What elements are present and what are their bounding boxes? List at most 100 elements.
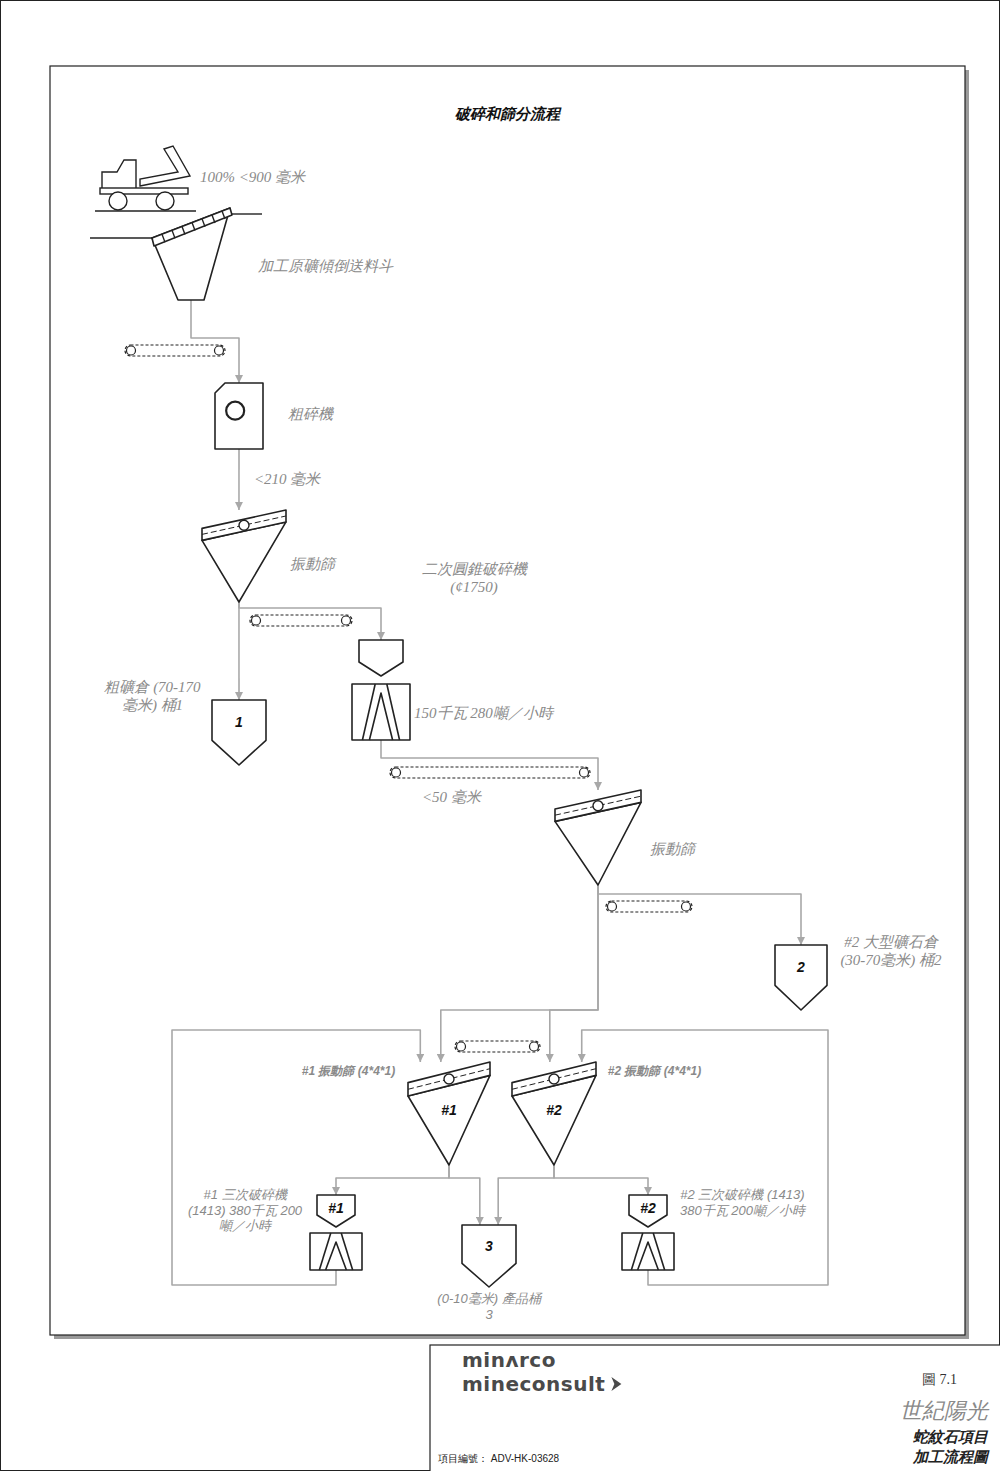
tertiary-crusher: #1#1 三次破碎機 (1413) 380千瓦 200噸／小時 bbox=[310, 1195, 362, 1270]
vibrating-screen: 振動篩 bbox=[555, 790, 641, 885]
equipment-label: #2 振動篩 (4*4*1) bbox=[602, 1064, 707, 1078]
conveyor bbox=[606, 901, 692, 912]
primary-crusher: 粗碎機 bbox=[215, 383, 263, 449]
equipment-label: 150千瓦 280噸／小時 bbox=[414, 704, 553, 722]
screen-deck-line bbox=[202, 516, 286, 534]
screen-drive bbox=[593, 801, 603, 811]
crusher-body bbox=[310, 1233, 362, 1270]
project-number: 項目編號： ADV-HK-03628 bbox=[438, 1453, 559, 1465]
crusher-cone bbox=[369, 693, 392, 740]
equipment-label: (0-10毫米) 產品桶3 bbox=[434, 1291, 544, 1322]
conveyor-pulley bbox=[127, 346, 136, 355]
vibrating-screen: #2#2 振動篩 (4*4*1) bbox=[512, 1062, 596, 1165]
logo-chevron bbox=[611, 1377, 621, 1391]
vibrating-screen: #1#1 振動篩 (4*4*1) bbox=[408, 1062, 490, 1165]
flow-arrow bbox=[449, 1165, 480, 1225]
logo-text: mineconsult bbox=[462, 1372, 605, 1396]
shape-number: #2 bbox=[546, 1102, 562, 1119]
company-name: 世紀陽光 bbox=[900, 1398, 988, 1424]
grate-bar bbox=[192, 223, 195, 231]
cone-crusher-outline bbox=[352, 640, 410, 740]
equipment-label: 振動篩 bbox=[290, 555, 335, 573]
screen-deck bbox=[408, 1062, 490, 1096]
vibrating-screen-outline bbox=[202, 510, 286, 602]
ore-bin: 2#2 大型礦石倉 (30-70毫米) 桶2 bbox=[775, 945, 827, 1010]
logo-text: minʌrco bbox=[462, 1348, 556, 1372]
tertiary-crusher: #2#2 三次破碎機 (1413) 380千瓦 200噸／小時 bbox=[622, 1195, 674, 1270]
dump-truck bbox=[95, 146, 196, 211]
equipment-label: #1 振動篩 (4*4*1) bbox=[296, 1064, 401, 1078]
conveyor-pulley bbox=[530, 1042, 539, 1051]
equipment-label: #2 大型礦石倉 (30-70毫米) 桶2 bbox=[835, 933, 947, 969]
screen-drive bbox=[444, 1074, 454, 1084]
shape-number: 1 bbox=[235, 714, 243, 731]
size-label: <50 毫米 bbox=[420, 788, 483, 806]
ore-bin-outline bbox=[212, 700, 266, 765]
screen-deck-line bbox=[555, 796, 641, 815]
equipment-label: 振動篩 bbox=[650, 840, 695, 858]
shape-number: #1 bbox=[441, 1102, 457, 1119]
size-note: 100% <900 毫米 bbox=[200, 168, 305, 186]
flow-arrow bbox=[550, 885, 598, 1062]
bin-outline bbox=[775, 945, 827, 1010]
flow-arrow bbox=[598, 885, 801, 945]
crusher-feed-box bbox=[317, 1195, 355, 1227]
crusher-feed-box bbox=[629, 1195, 667, 1227]
equipment-label: 二次圓錐破碎機 (¢1750) bbox=[414, 560, 534, 596]
flow-arrow bbox=[336, 1165, 449, 1195]
crusher-body bbox=[352, 684, 410, 740]
conveyor-pulley bbox=[682, 902, 691, 911]
flow-arrow bbox=[582, 1030, 828, 1285]
flow-arrow bbox=[239, 602, 381, 640]
conveyor-pulley bbox=[342, 616, 351, 625]
frame bbox=[50, 66, 965, 1335]
flow-arrow bbox=[498, 1165, 554, 1225]
truck-ground bbox=[95, 210, 196, 211]
conveyor-belt bbox=[125, 345, 225, 356]
crusher-roll bbox=[226, 402, 244, 420]
crusher-liner bbox=[387, 684, 400, 740]
flow-arrow bbox=[554, 1165, 648, 1195]
drawing-name: 加工流程圖 bbox=[913, 1448, 988, 1466]
conveyor-belt bbox=[250, 615, 352, 626]
crusher-liner bbox=[362, 684, 375, 740]
conveyors bbox=[125, 345, 692, 1052]
screen-deck bbox=[202, 510, 286, 540]
size-label: <210 毫米 bbox=[252, 470, 322, 488]
crusher-cone bbox=[638, 1242, 659, 1270]
ore-bin: 1粗礦倉 (70-170毫米) 桶1 bbox=[212, 700, 266, 765]
equipment-label: #2 三次破碎機 (1413) 380千瓦 200噸／小時 bbox=[680, 1187, 805, 1218]
feed-hopper: 加工原礦傾倒送料斗 bbox=[150, 205, 232, 300]
grate-bar bbox=[202, 219, 205, 227]
conveyor-belt bbox=[606, 901, 692, 912]
shape-number: 3 bbox=[485, 1238, 493, 1255]
grate-bar bbox=[212, 215, 215, 223]
shape-number: #1 bbox=[328, 1200, 344, 1217]
project-name: 蛇紋石項目 bbox=[913, 1428, 988, 1446]
screen-deck bbox=[512, 1062, 596, 1096]
crusher-feed-box bbox=[359, 640, 403, 676]
title-block bbox=[430, 1345, 1000, 1471]
diagram-title: 破碎和篩分流程 bbox=[50, 105, 965, 123]
grate-bar bbox=[222, 211, 225, 219]
grate-bar bbox=[182, 226, 185, 234]
flow-arrow bbox=[191, 300, 239, 383]
ground-line-right bbox=[231, 213, 262, 214]
bin-outline bbox=[462, 1225, 516, 1287]
conveyor-pulley bbox=[392, 768, 401, 777]
grate-bar bbox=[172, 230, 175, 238]
vibrating-screen: 振動篩 bbox=[202, 510, 286, 602]
screen-deck bbox=[555, 790, 641, 821]
logo-chevron-shape bbox=[611, 1377, 621, 1391]
crusher-body bbox=[622, 1233, 674, 1270]
screen-deck-line bbox=[408, 1069, 490, 1090]
crusher-liner bbox=[653, 1233, 664, 1270]
conveyor-belt bbox=[455, 1041, 540, 1052]
screen-drive bbox=[239, 520, 249, 530]
flow-arrow bbox=[172, 1030, 420, 1285]
truck-wheel bbox=[109, 192, 127, 210]
crusher-liner bbox=[341, 1233, 352, 1270]
conveyor-pulley bbox=[580, 768, 589, 777]
conveyor-belt bbox=[390, 767, 590, 778]
